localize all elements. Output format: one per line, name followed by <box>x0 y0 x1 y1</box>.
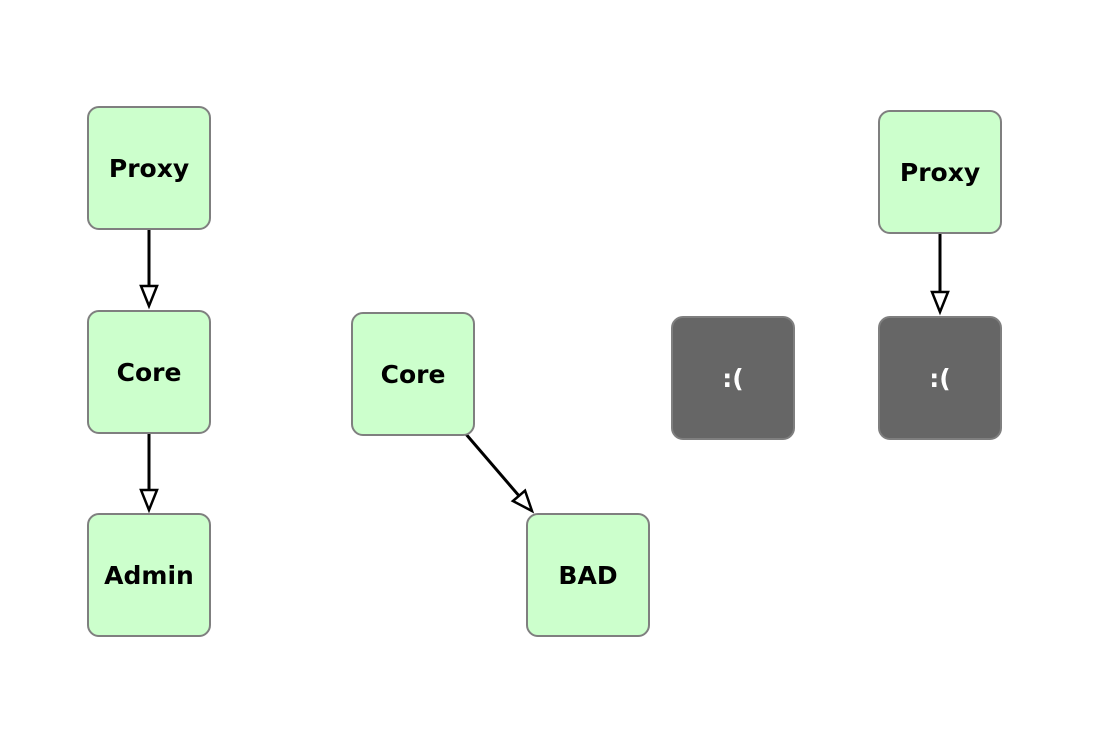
node-failed: :( <box>878 316 1002 440</box>
node-proxy: Proxy <box>878 110 1002 234</box>
node-label: BAD <box>558 560 618 590</box>
node-bad: BAD <box>526 513 650 637</box>
edge-arrow <box>463 432 535 514</box>
node-label: Proxy <box>899 157 981 187</box>
node-core: Core <box>351 312 475 436</box>
node-admin: Admin <box>87 513 211 637</box>
node-failed: :( <box>671 316 795 440</box>
arrowhead-icon <box>930 290 950 316</box>
node-label: Proxy <box>108 153 190 183</box>
edge-line <box>463 432 521 497</box>
arrowhead-icon <box>139 284 159 310</box>
node-label: :( <box>929 363 951 393</box>
node-label: :( <box>722 363 744 393</box>
arrowhead-icon <box>139 488 159 514</box>
node-proxy: Proxy <box>87 106 211 230</box>
edge-arrow <box>139 433 159 514</box>
edge-arrow <box>139 229 159 310</box>
edge-arrow <box>930 233 950 316</box>
node-label: Admin <box>104 560 194 590</box>
arrowhead-icon <box>510 488 535 514</box>
node-label: Core <box>380 359 446 389</box>
node-core: Core <box>87 310 211 434</box>
node-label: Core <box>116 357 182 387</box>
